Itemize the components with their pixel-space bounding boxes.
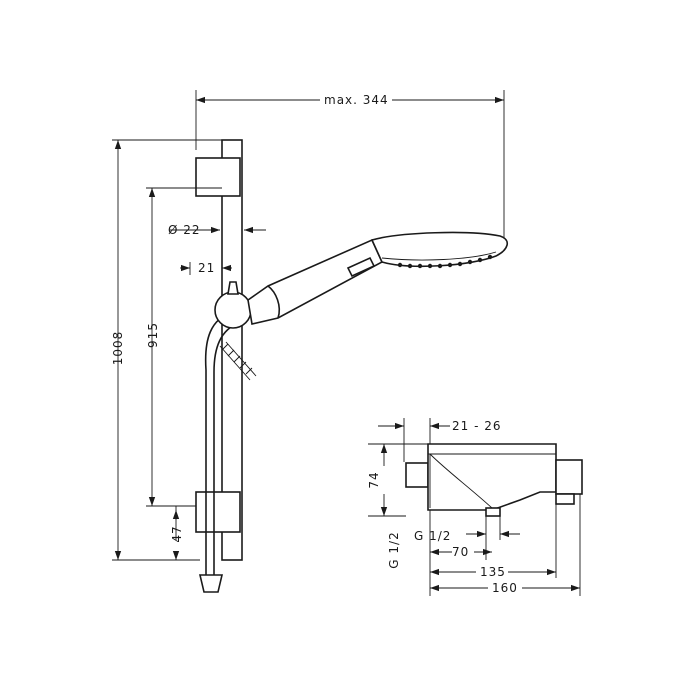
total-height-label: 1008 <box>111 331 125 366</box>
top-wall-bracket <box>195 157 241 197</box>
outlet-distance-label: 70 <box>452 545 469 559</box>
body-length-label: 135 <box>480 565 506 579</box>
total-length-label: 160 <box>492 581 518 595</box>
height-label: 74 <box>367 471 381 488</box>
slider-knob <box>214 291 252 329</box>
rail-height-label: 915 <box>146 322 160 348</box>
hose-connector <box>198 574 224 593</box>
wall-inlet-stub <box>405 462 429 488</box>
rail-offset-label: 21 <box>198 261 215 275</box>
shower-rail-assembly <box>195 139 508 593</box>
hand-shower-head <box>370 231 508 268</box>
bottom-wall-bracket <box>195 491 241 533</box>
thermostat-knob <box>555 459 583 495</box>
thermostat-body <box>427 443 557 511</box>
thermostat-assembly <box>405 443 583 517</box>
inlet-thread-label: G 1/2 <box>387 531 401 568</box>
depth-range-label: 21 - 26 <box>452 419 502 433</box>
hand-shower-button <box>346 256 376 278</box>
outlet-connector <box>485 507 501 517</box>
slider-knob-top <box>227 281 239 295</box>
thermostat-dimensions: 21 - 26 74 G 1/2 G 1/2 70 135 160 <box>367 418 581 596</box>
max-reach-label: max. 344 <box>324 93 389 107</box>
bottom-offset-label: 47 <box>170 525 184 542</box>
hose-hatch <box>219 341 257 381</box>
outlet-thread-label: G 1/2 <box>414 529 451 543</box>
spray-nozzles <box>397 254 493 269</box>
pipe-diameter-label: Ø 22 <box>168 223 201 237</box>
hand-shower-handle <box>247 238 384 325</box>
hose-hatch-marks <box>221 343 253 375</box>
shower-dimensions: max. 344 1008 915 Ø 22 21 47 <box>111 90 505 561</box>
